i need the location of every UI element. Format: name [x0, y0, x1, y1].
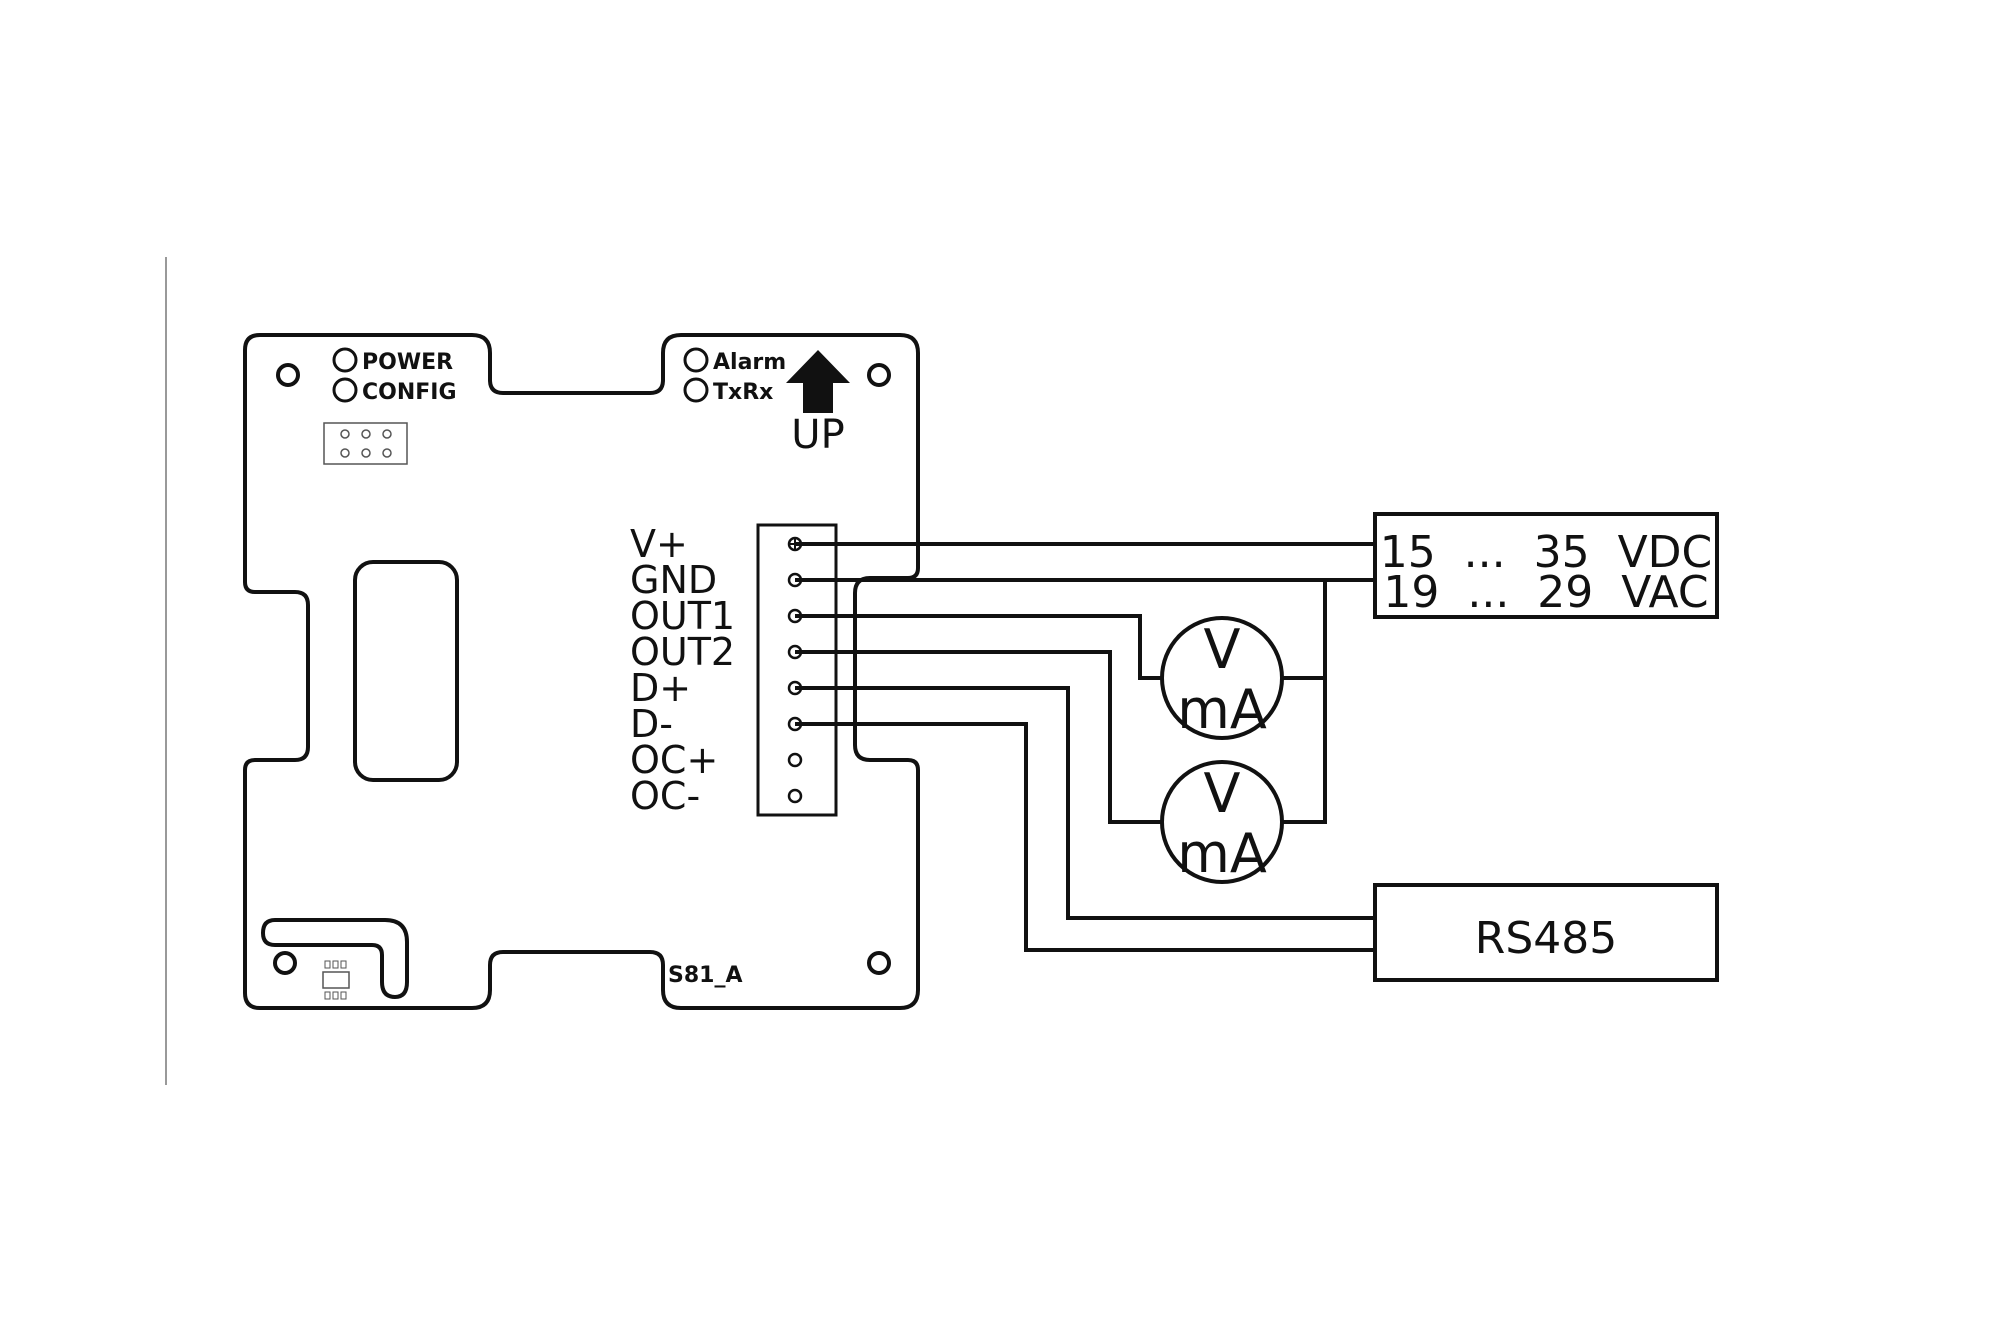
terminal-pin-7 — [787, 788, 803, 804]
config-header — [323, 422, 408, 465]
chip-pin — [332, 960, 339, 969]
led-power — [332, 347, 358, 373]
wire-dplus — [795, 686, 1375, 920]
rs485-box — [1373, 883, 1719, 982]
mount-hole-top-right — [867, 363, 891, 387]
led-txrx — [683, 377, 709, 403]
chip-pin — [340, 991, 347, 1000]
led-label-txrx: TxRx — [713, 380, 773, 405]
header-pin — [361, 429, 371, 439]
terminal-label-1: GND — [630, 558, 717, 602]
terminal-label-0: V+ — [630, 522, 688, 566]
terminal-label-4: D+ — [630, 666, 691, 710]
meter-out2-top: V — [1204, 762, 1241, 825]
up-arrow-icon — [786, 350, 850, 413]
terminal-label-6: OC+ — [630, 738, 718, 782]
led-label-config: CONFIG — [362, 380, 457, 405]
chip-pin — [332, 991, 339, 1000]
meter-out1 — [1160, 616, 1284, 740]
terminal-label-2: OUT1 — [630, 594, 735, 638]
terminal-pin-6 — [787, 752, 803, 768]
terminal-label-3: OUT2 — [630, 630, 735, 674]
wires — [795, 542, 1375, 952]
meter-out1-bottom: mA — [1177, 678, 1267, 741]
header-pin — [382, 448, 392, 458]
chip-pin — [324, 960, 331, 969]
mount-hole-top-left — [276, 363, 300, 387]
chip — [322, 971, 350, 989]
led-label-alarm: Alarm — [713, 350, 786, 375]
meter-out2 — [1160, 760, 1284, 884]
wire-out1 — [795, 614, 1162, 680]
bottom-slot — [260, 918, 409, 1000]
meter-out2-bottom: mA — [1177, 822, 1267, 885]
mount-hole-bottom-left — [273, 951, 297, 975]
led-label-power: POWER — [362, 350, 453, 375]
wire-out2 — [795, 650, 1162, 824]
terminal-block — [756, 523, 838, 817]
terminal-label-7: OC- — [630, 774, 700, 818]
power-range-ac: 19 ... 29 VAC — [1383, 567, 1708, 618]
header-pin — [361, 448, 371, 458]
mount-hole-bottom-right — [867, 951, 891, 975]
led-config — [332, 377, 358, 403]
led-alarm — [683, 347, 709, 373]
model-label: S81_A — [668, 963, 743, 988]
header-pin — [340, 448, 350, 458]
meter-out1-top: V — [1204, 618, 1241, 681]
up-label: UP — [791, 412, 844, 458]
terminal-pins — [787, 536, 803, 804]
terminal-label-5: D- — [630, 702, 673, 746]
chip-pin — [324, 991, 331, 1000]
rs485-label: RS485 — [1475, 913, 1617, 964]
header-pin — [382, 429, 392, 439]
chip-pin — [340, 960, 347, 969]
power-supply-box — [1373, 512, 1719, 619]
power-range-dc: 15 ... 35 VDC — [1380, 527, 1713, 578]
wire-dminus — [795, 722, 1375, 952]
board-slot — [353, 560, 459, 782]
header-pin — [340, 429, 350, 439]
wire-gnd-return — [1282, 580, 1327, 824]
board-outline — [243, 333, 920, 1010]
